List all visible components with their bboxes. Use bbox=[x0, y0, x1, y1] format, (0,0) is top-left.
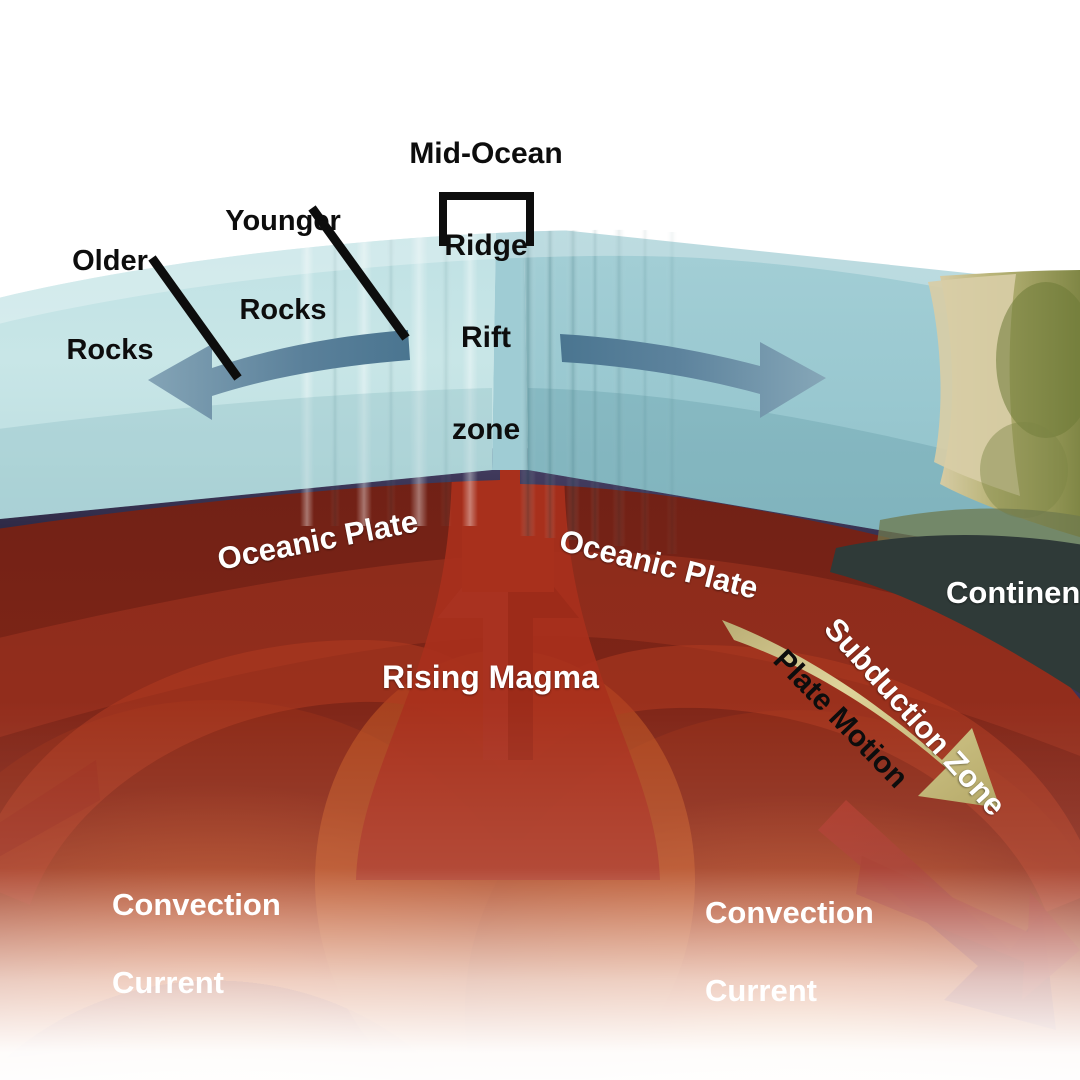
mantle-hot-band bbox=[0, 551, 1080, 760]
continental-land bbox=[830, 270, 1080, 694]
beach-sand bbox=[928, 274, 1020, 496]
callout-lines bbox=[148, 192, 534, 381]
ridge-striations-left bbox=[300, 229, 478, 526]
spreading-arrow-left bbox=[148, 330, 410, 420]
water-surface-sheen bbox=[0, 229, 1080, 326]
leader-line-older-rocks bbox=[148, 255, 242, 381]
rift-zone-bracket bbox=[439, 192, 534, 246]
spreading-arrow-right bbox=[560, 334, 826, 418]
ridge-striations-right bbox=[520, 229, 678, 554]
bottom-fade bbox=[0, 700, 1080, 1080]
continental-plate-body bbox=[830, 535, 1080, 694]
plate-motion-arrow bbox=[722, 620, 1000, 808]
leader-line-younger-rocks bbox=[308, 205, 410, 341]
